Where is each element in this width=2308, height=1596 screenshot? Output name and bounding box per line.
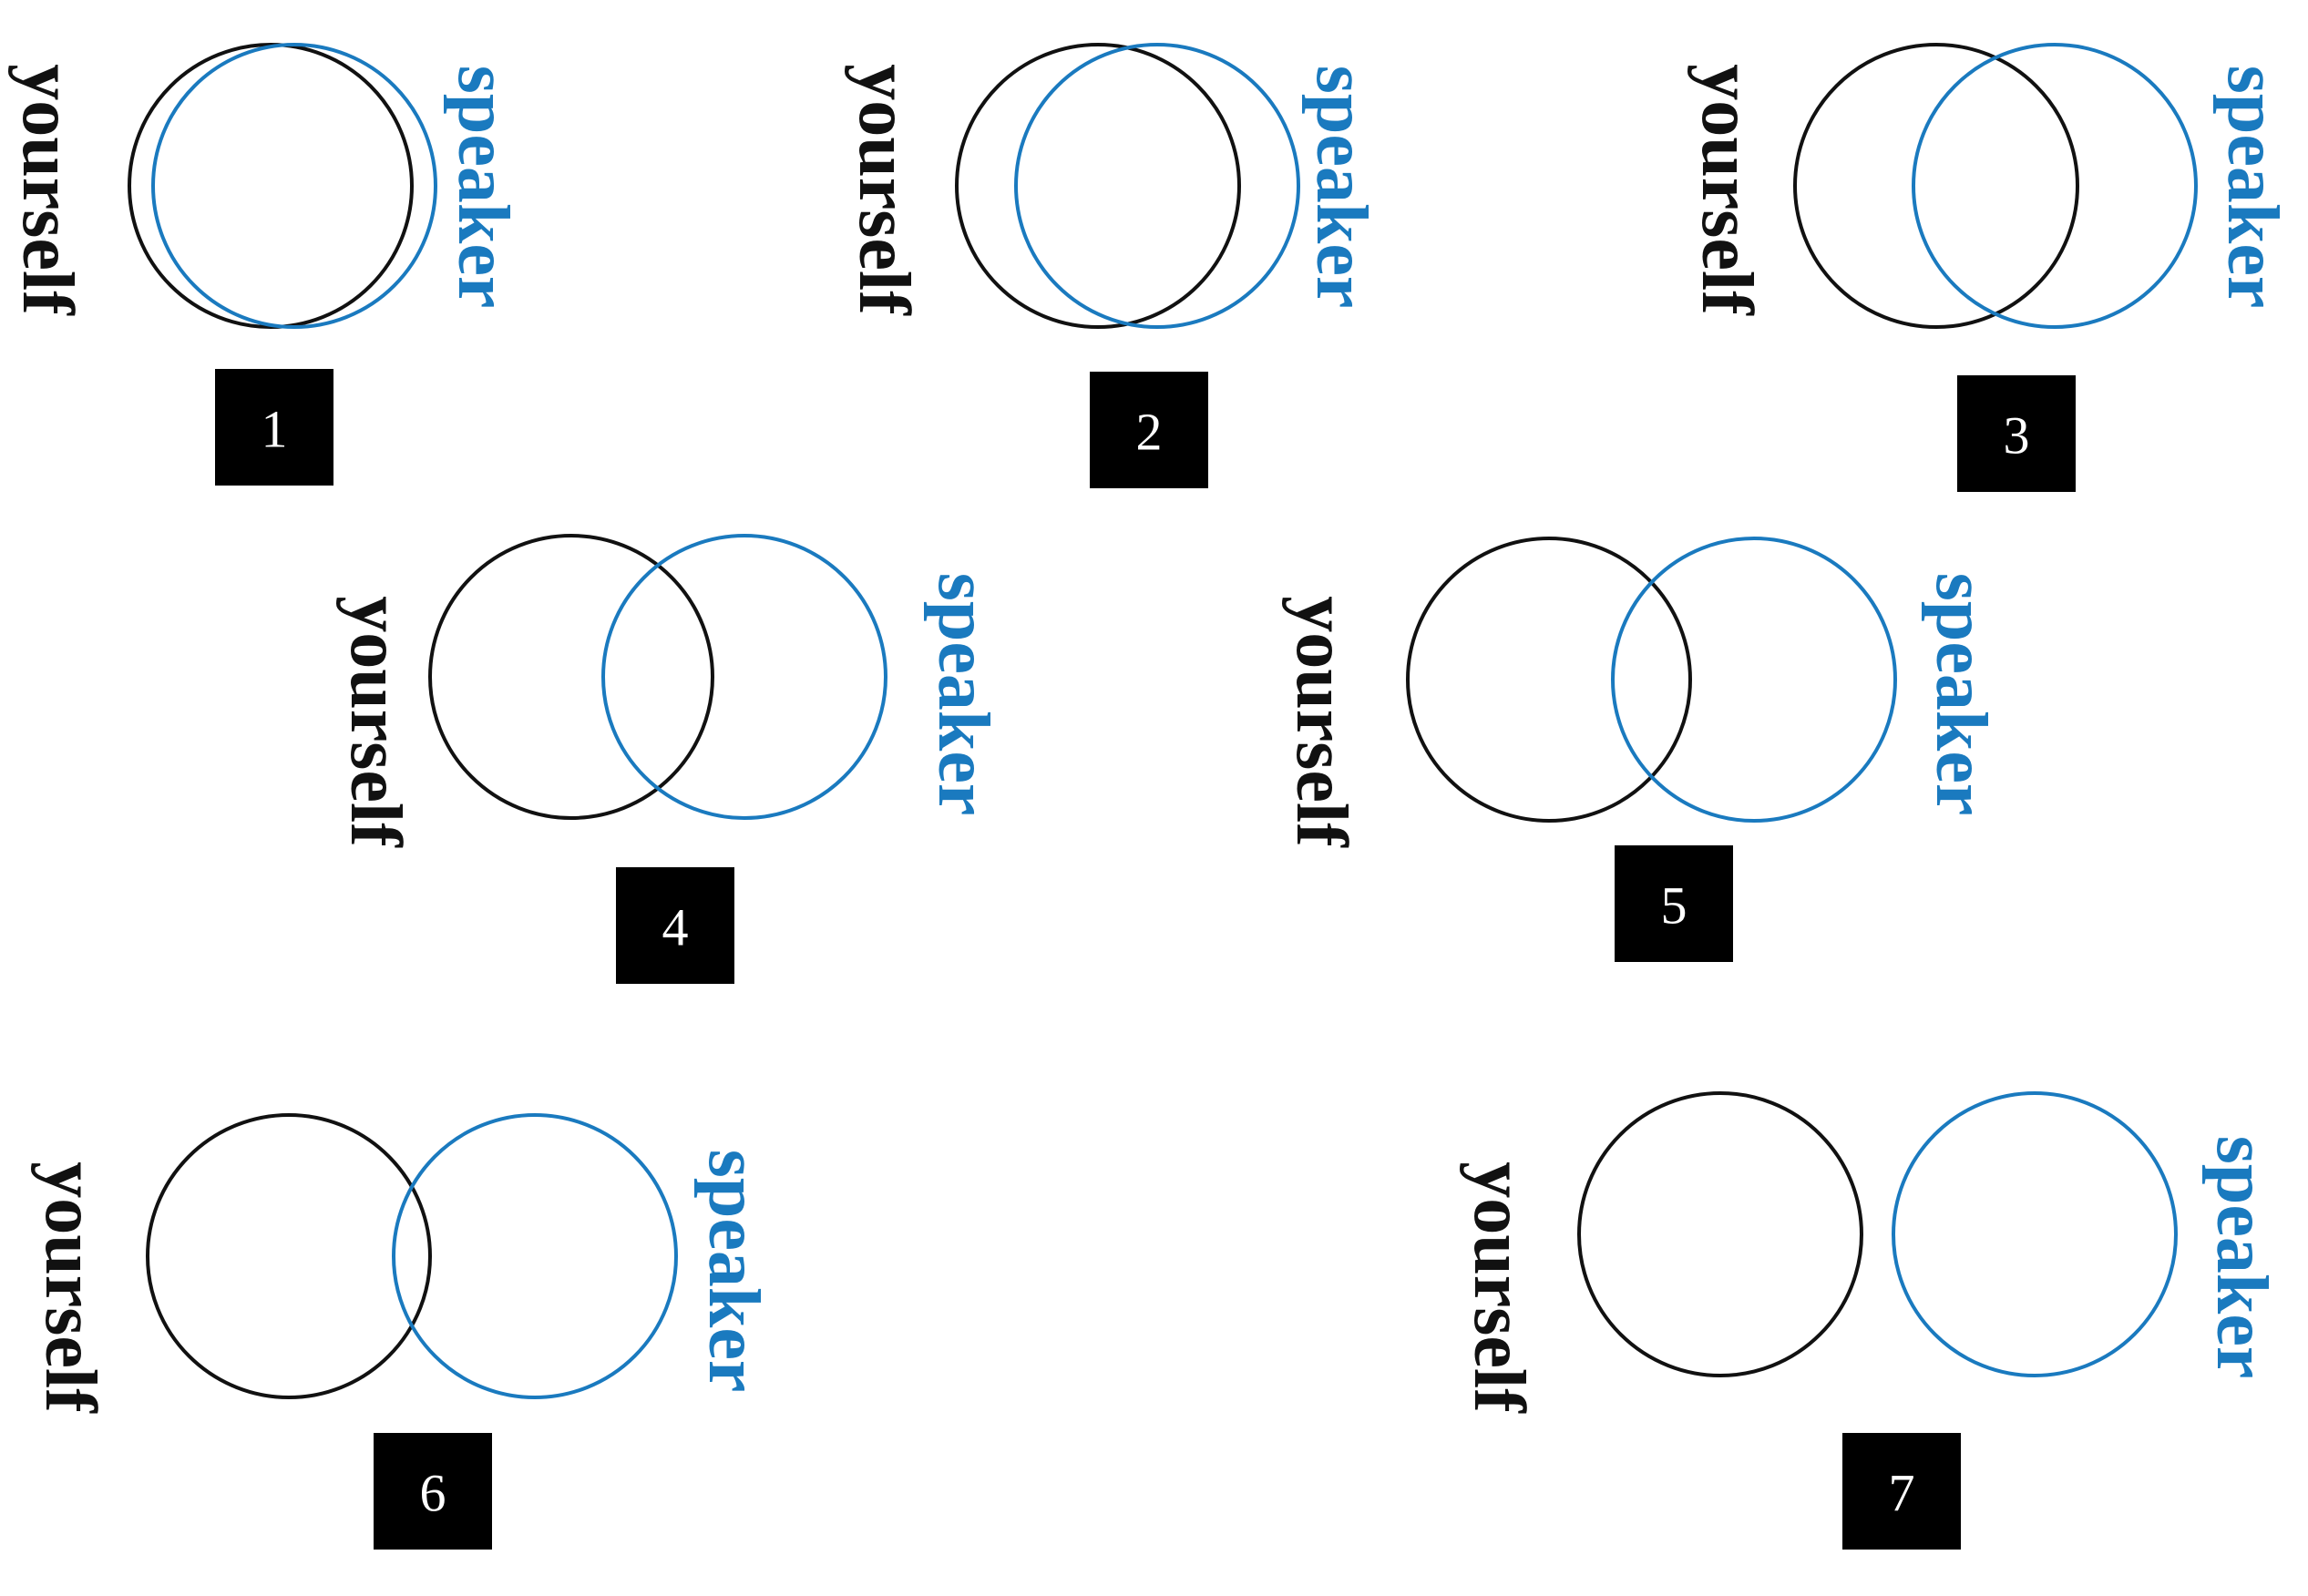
- number-badge: [1957, 375, 2076, 492]
- number-label: 1: [262, 400, 288, 459]
- number-label: 2: [1136, 403, 1163, 462]
- overlap-item-1: yourself speaker 1: [7, 43, 523, 486]
- self-circle: [428, 534, 714, 820]
- speaker-label: speaker: [923, 573, 1003, 816]
- self-circle: [1406, 537, 1692, 823]
- speaker-label: speaker: [2201, 1136, 2282, 1379]
- speaker-label: speaker: [443, 66, 523, 309]
- speaker-circle: [151, 43, 437, 329]
- self-label: yourself: [844, 64, 924, 316]
- self-circle: [1793, 43, 2079, 329]
- number-badge: [616, 867, 734, 984]
- self-label: yourself: [335, 596, 415, 848]
- self-label: yourself: [30, 1161, 110, 1414]
- speaker-circle: [1892, 1091, 2178, 1377]
- overlap-item-5: yourself speaker 5: [1281, 537, 2001, 962]
- number-label: 6: [420, 1464, 446, 1523]
- overlap-item-2: yourself speaker 2: [844, 43, 1381, 488]
- number-label: 7: [1889, 1464, 1915, 1523]
- self-circle: [1577, 1091, 1863, 1377]
- number-label: 4: [662, 898, 689, 957]
- speaker-label: speaker: [2212, 66, 2293, 309]
- speaker-label: speaker: [693, 1150, 774, 1393]
- speaker-circle: [601, 534, 887, 820]
- number-badge: [1090, 372, 1208, 488]
- overlap-item-3: yourself speaker 3: [1687, 43, 2293, 492]
- speaker-label: speaker: [1301, 66, 1381, 309]
- self-circle: [955, 43, 1241, 329]
- speaker-circle: [1014, 43, 1300, 329]
- speaker-label: speaker: [1921, 573, 2001, 816]
- self-circle: [146, 1113, 432, 1399]
- speaker-circle: [1912, 43, 2198, 329]
- number-badge: [1842, 1433, 1961, 1550]
- overlap-item-7: yourself speaker 7: [1459, 1091, 2282, 1550]
- self-label: yourself: [1687, 64, 1767, 316]
- self-circle: [128, 43, 414, 329]
- overlap-item-4: yourself speaker 4: [335, 534, 1003, 984]
- self-label: yourself: [1459, 1161, 1539, 1414]
- overlap-item-6: yourself speaker 6: [30, 1113, 774, 1550]
- number-badge: [1615, 845, 1733, 962]
- self-label: yourself: [1281, 596, 1361, 848]
- number-label: 5: [1661, 876, 1687, 936]
- speaker-circle: [1611, 537, 1897, 823]
- number-label: 3: [2004, 406, 2030, 466]
- self-label: yourself: [7, 64, 87, 316]
- number-badge: [374, 1433, 492, 1550]
- number-badge: [215, 369, 333, 486]
- speaker-circle: [392, 1113, 678, 1399]
